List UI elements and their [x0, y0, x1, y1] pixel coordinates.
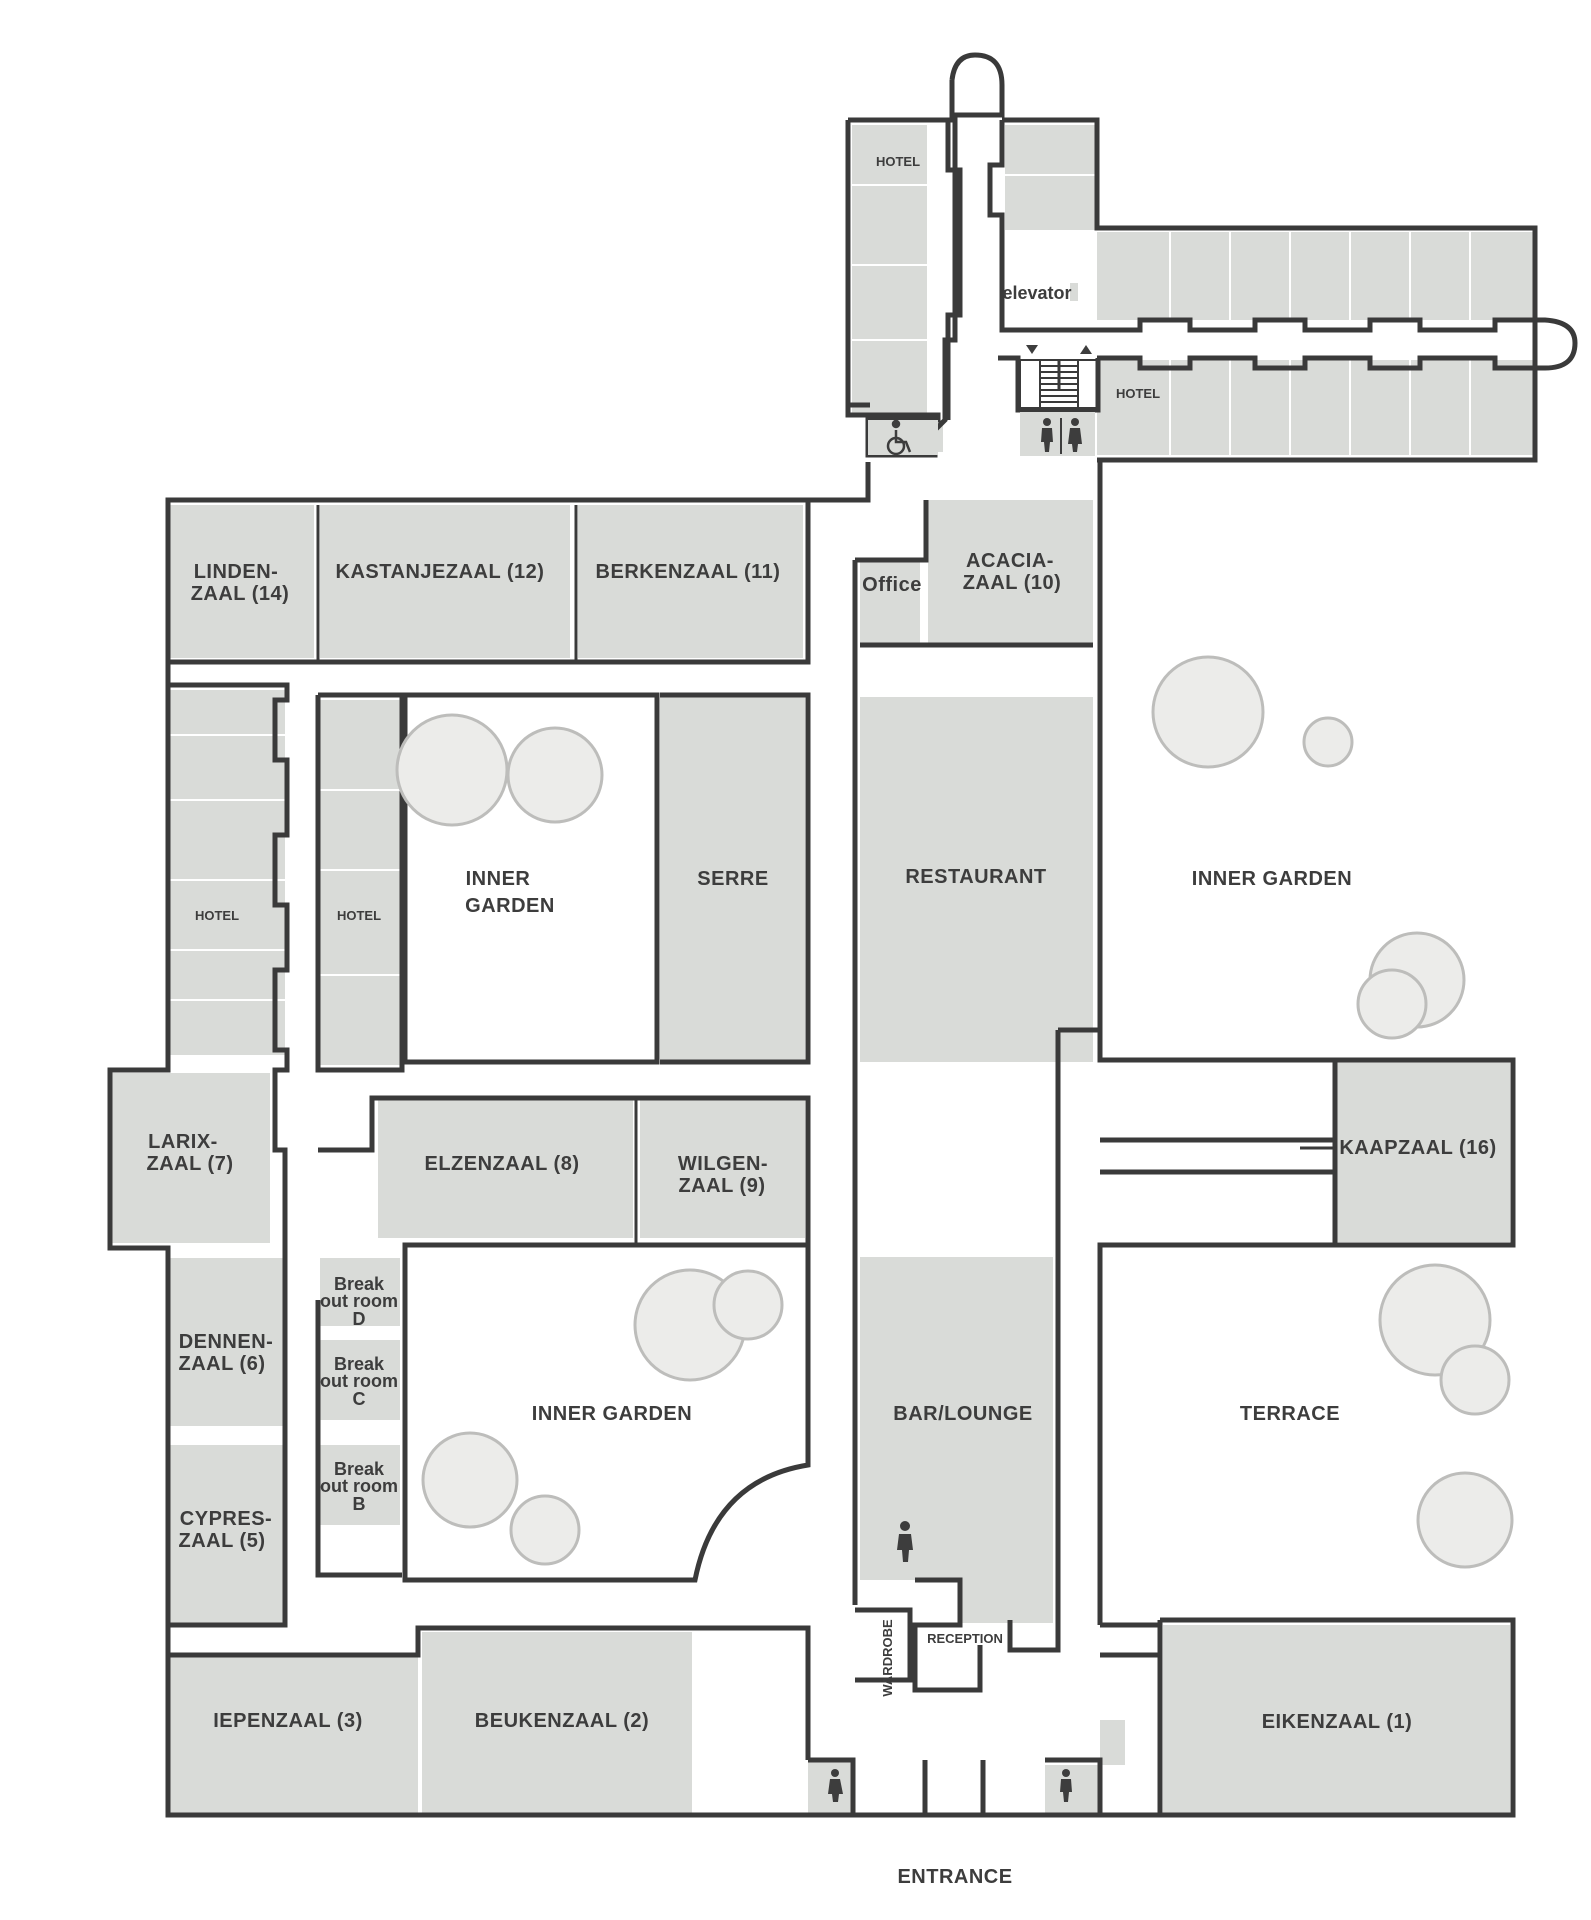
label-breakout-c-3: C: [353, 1389, 366, 1409]
room-kastanjezaal[interactable]: [320, 505, 570, 658]
label-wardrobe: WARDROBE: [880, 1619, 895, 1697]
room-office[interactable]: [860, 560, 920, 645]
room-breakout-c[interactable]: [320, 1340, 400, 1420]
label-inner-garden-center: INNER GARDEN: [532, 1403, 692, 1425]
room-elzenzaal[interactable]: [378, 1100, 633, 1238]
label-reception: RECEPTION: [927, 1631, 1003, 1646]
hotel-label-east: HOTEL: [1116, 386, 1160, 401]
person-icon: [897, 1521, 913, 1562]
label-elzenzaal: ELZENZAAL (8): [424, 1153, 579, 1175]
label-kaapzaal: KAAPZAAL (16): [1339, 1137, 1496, 1159]
label-serre: SERRE: [697, 868, 768, 890]
label-lindenzaal-1: LINDEN-: [194, 561, 279, 583]
hotel-north-wing: [845, 52, 1578, 463]
label-wilgenzaal-1: WILGEN-: [678, 1153, 768, 1175]
label-terrace: TERRACE: [1240, 1403, 1340, 1425]
label-office: Office: [862, 574, 922, 596]
label-breakout-d-3: D: [353, 1309, 366, 1329]
trees: [395, 655, 1514, 1569]
label-lindenzaal-2: ZAAL (14): [191, 583, 290, 605]
label-acaciazaal-1: ACACIA-: [966, 550, 1054, 572]
label-inner-garden-small-1: INNER: [466, 868, 531, 890]
room-acaciazaal[interactable]: [928, 500, 1093, 645]
label-breakout-b-1: Break: [334, 1459, 385, 1479]
label-wilgenzaal-2: ZAAL (9): [679, 1175, 766, 1197]
room-breakout-d[interactable]: [320, 1258, 400, 1326]
male-restroom-icon: [1060, 1769, 1072, 1802]
label-hotel-west-a: HOTEL: [195, 908, 239, 923]
label-breakout-d-2: out room: [320, 1291, 398, 1311]
label-entrance[interactable]: ENTRANCE: [897, 1866, 1012, 1888]
label-inner-garden-east: INNER GARDEN: [1192, 868, 1352, 890]
label-breakout-b-3: B: [353, 1494, 366, 1514]
label-breakout-d-1: Break: [334, 1274, 385, 1294]
label-hotel-west-b: HOTEL: [337, 908, 381, 923]
room-iepenzaal[interactable]: [168, 1655, 418, 1813]
label-breakout-b-2: out room: [320, 1476, 398, 1496]
label-breakout-c-2: out room: [320, 1371, 398, 1391]
label-larixzaal-1: LARIX-: [148, 1131, 218, 1153]
hotel-label-north: HOTEL: [876, 154, 920, 169]
label-breakout-c-1: Break: [334, 1354, 385, 1374]
label-beukenzaal: BEUKENZAAL (2): [475, 1710, 649, 1732]
elevator-label[interactable]: elevator: [1002, 283, 1071, 303]
room-eikenzaal[interactable]: [1163, 1625, 1510, 1813]
label-bar-lounge: BAR/LOUNGE: [893, 1403, 1032, 1425]
label-restaurant: RESTAURANT: [905, 866, 1046, 888]
room-wilgenzaal[interactable]: [640, 1100, 805, 1238]
label-eikenzaal: EIKENZAAL (1): [1262, 1711, 1413, 1733]
restroom-icon: [1041, 418, 1082, 454]
label-inner-garden-small-2: GARDEN: [465, 895, 555, 917]
room-breakout-b[interactable]: [320, 1445, 400, 1525]
label-dennenzaal-2: ZAAL (6): [179, 1353, 266, 1375]
label-berkenzaal: BERKENZAAL (11): [596, 561, 781, 583]
wheelchair-icon: [886, 419, 912, 456]
label-dennenzaal-1: DENNEN-: [179, 1331, 274, 1353]
room-larixzaal[interactable]: [112, 1073, 270, 1243]
label-cypreszaal-1: CYPRES-: [180, 1508, 272, 1530]
label-kastanjezaal: KASTANJEZAAL (12): [336, 561, 545, 583]
room-berkenzaal[interactable]: [578, 505, 803, 658]
label-larixzaal-2: ZAAL (7): [147, 1153, 234, 1175]
room-beukenzaal[interactable]: [422, 1632, 692, 1813]
room-kaapzaal[interactable]: [1335, 1060, 1510, 1242]
label-acaciazaal-2: ZAAL (10): [963, 572, 1062, 594]
room-cypreszaal[interactable]: [170, 1445, 285, 1625]
room-serre[interactable]: [660, 695, 805, 1062]
room-lindenzaal[interactable]: [168, 505, 314, 658]
female-restroom-icon: [828, 1769, 843, 1802]
main-building: [107, 460, 1516, 1818]
room-dennenzaal[interactable]: [170, 1258, 285, 1426]
room-restaurant[interactable]: [860, 697, 1093, 1062]
label-iepenzaal: IEPENZAAL (3): [213, 1710, 362, 1732]
label-cypreszaal-2: ZAAL (5): [179, 1530, 266, 1552]
